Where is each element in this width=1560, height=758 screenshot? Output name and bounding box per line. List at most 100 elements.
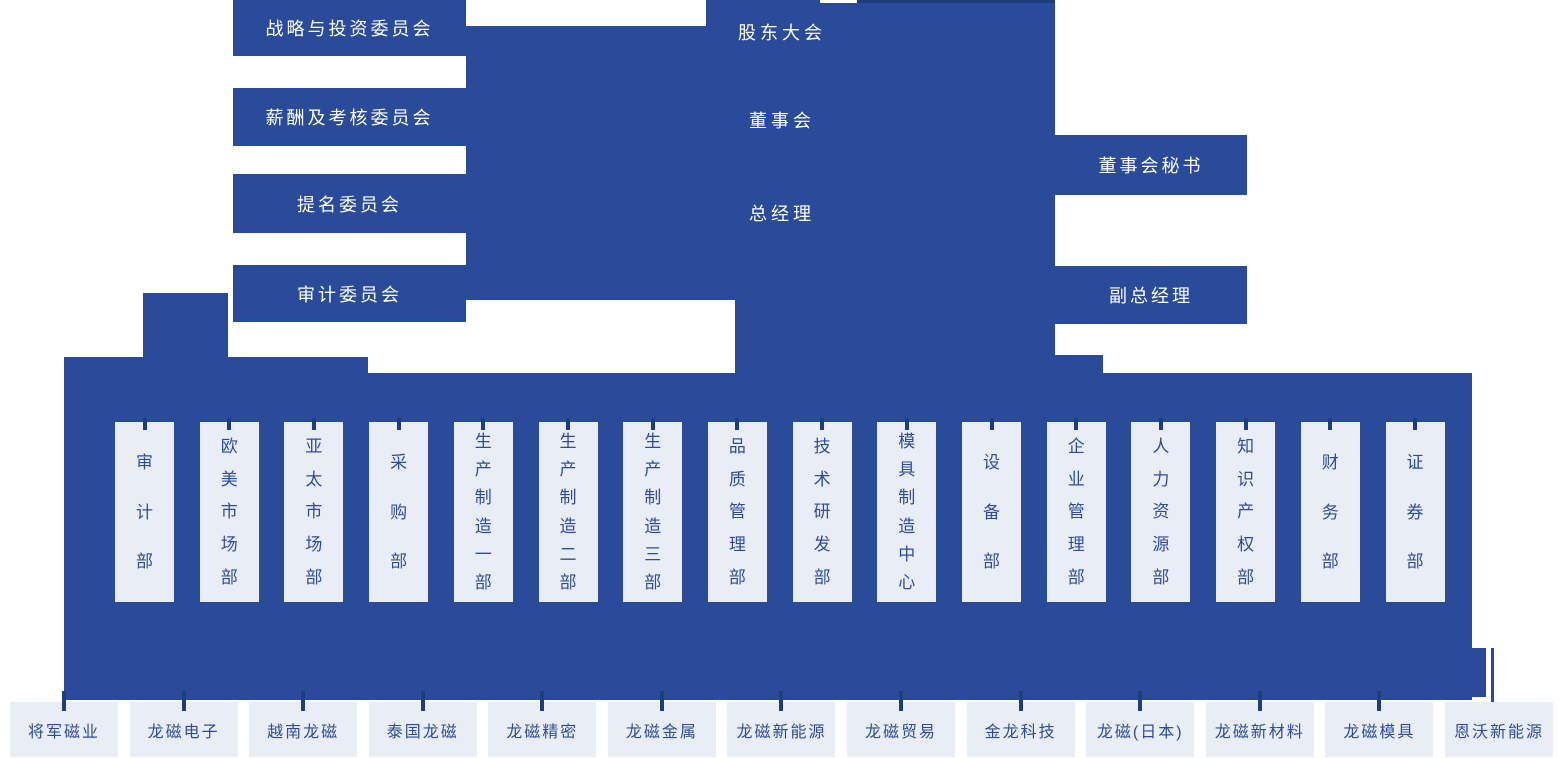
department-label-char: 部: [1321, 551, 1339, 571]
department-label-char: 心: [898, 572, 916, 592]
top-white-sliver: [820, 0, 857, 3]
department-label-char: 欧: [220, 436, 238, 456]
subsidiary-connector-line: [1491, 648, 1494, 704]
department-label-char: 造: [559, 516, 577, 536]
department-label-char: 产: [1237, 502, 1255, 522]
node-board-of-directors: 董事会: [749, 111, 815, 131]
department-label-char: 审: [136, 453, 153, 473]
department-label-char: 部: [1067, 568, 1085, 588]
department-box: 采购部: [369, 418, 429, 602]
subsidiary-box: 越南龙磁: [249, 691, 358, 757]
band-left-extension: [64, 357, 368, 373]
department-label-char: 计: [136, 502, 153, 522]
department-label-char: 部: [305, 568, 323, 588]
committee-box-audit: 审计委员会: [233, 265, 466, 322]
department-label-char: 管: [1067, 502, 1085, 522]
subsidiary-box: 恩沃新能源: [1444, 702, 1553, 757]
department-label-char: 研: [813, 502, 831, 522]
node-board-secretary: 董事会秘书: [1055, 135, 1247, 195]
department-box: 模具制造中心: [877, 418, 937, 602]
department-label-char: 购: [390, 502, 408, 522]
department-label-char: 人: [1152, 436, 1170, 456]
department-label-char: 品: [728, 436, 746, 456]
department-label-char: 业: [1067, 469, 1085, 489]
department-label-char: 务: [1321, 502, 1339, 522]
department-box: 证券部: [1385, 418, 1445, 602]
committee-box-nomination: 提名委员会: [233, 174, 466, 233]
department-label-char: 部: [813, 568, 831, 588]
department-box: 知识产权部: [1216, 418, 1276, 602]
department-box: 审计部: [115, 418, 174, 602]
department-box: 人力资源部: [1131, 418, 1191, 602]
department-box: 设备部: [962, 418, 1021, 602]
department-box: 品质管理部: [707, 418, 767, 602]
department-label-char: 部: [983, 551, 1000, 571]
department-label-char: 部: [1406, 551, 1424, 571]
subsidiary-box: 龙磁电子: [129, 691, 238, 757]
department-box: 生产制造一部: [453, 418, 513, 602]
subsidiary-box: 金龙科技: [966, 691, 1075, 757]
right-connector-leg: [1055, 355, 1103, 373]
subsidiary-box: 龙磁新材料: [1205, 691, 1314, 757]
committee-box-remuneration-appraisal: 薪酬及考核委员会: [233, 88, 466, 146]
department-label-char: 力: [1152, 469, 1170, 489]
department-box: 欧美市场部: [199, 418, 259, 602]
department-label-char: 部: [559, 572, 577, 592]
department-label-char: 生: [474, 432, 492, 452]
department-label-char: 市: [220, 502, 238, 522]
department-box: 财务部: [1300, 418, 1360, 602]
department-label-char: 采: [390, 453, 408, 473]
department-label-char: 资: [1152, 502, 1170, 522]
department-label-char: 备: [983, 502, 1000, 522]
left-connector-leg: [143, 293, 228, 357]
department-label-char: 部: [220, 568, 238, 588]
department-box: 企业管理部: [1046, 418, 1106, 602]
department-label-char: 质: [728, 469, 746, 489]
department-label-char: 造: [644, 516, 662, 536]
department-label-char: 亚: [305, 436, 323, 456]
department-label-char: 三: [644, 544, 662, 564]
node-general-manager: 总经理: [749, 204, 815, 224]
subsidiary-box: 龙磁模具: [1325, 691, 1434, 757]
department-label-char: 市: [305, 502, 323, 522]
department-label-char: 产: [644, 460, 662, 480]
department-label-char: 制: [474, 488, 492, 508]
node-deputy-general-manager: 副总经理: [1055, 266, 1247, 324]
center-panel-top: [706, 0, 1055, 30]
department-label-char: 财: [1321, 453, 1339, 473]
department-label-char: 部: [474, 572, 492, 592]
subsidiary-box: 泰国龙磁: [368, 691, 477, 757]
band-right-step: [1472, 648, 1486, 697]
department-label-char: 美: [220, 469, 238, 489]
department-label-char: 场: [305, 535, 323, 555]
subsidiary-box: 龙磁金属: [607, 691, 716, 757]
department-label-char: 部: [644, 572, 662, 592]
department-label-char: 场: [220, 535, 238, 555]
department-label-char: 权: [1237, 535, 1255, 555]
node-shareholders-meeting: 股东大会: [738, 23, 826, 43]
subsidiary-box: 龙磁贸易: [847, 691, 956, 757]
department-label-char: 知: [1237, 436, 1255, 456]
department-label-char: 二: [559, 544, 577, 564]
department-label-char: 源: [1152, 535, 1170, 555]
department-label-char: 造: [474, 516, 492, 536]
department-label-char: 中: [898, 544, 916, 564]
department-label-char: 生: [644, 432, 662, 452]
department-label-char: 发: [813, 535, 831, 555]
department-box: 生产制造三部: [623, 418, 683, 602]
department-label-char: 一: [474, 544, 492, 564]
subsidiary-box: 龙磁(日本): [1086, 691, 1195, 757]
department-label-char: 造: [898, 516, 916, 536]
department-label-char: 部: [136, 551, 153, 571]
department-label-char: 具: [898, 460, 916, 480]
department-label-char: 生: [559, 432, 577, 452]
department-label-char: 太: [305, 469, 323, 489]
department-label-char: 部: [1237, 568, 1255, 588]
department-label-char: 技: [813, 436, 831, 456]
department-label-char: 券: [1406, 502, 1424, 522]
department-box: 亚太市场部: [284, 418, 344, 602]
department-label-char: 模: [898, 432, 916, 452]
subsidiary-box: 龙磁新能源: [727, 691, 836, 757]
department-label-char: 制: [559, 488, 577, 508]
